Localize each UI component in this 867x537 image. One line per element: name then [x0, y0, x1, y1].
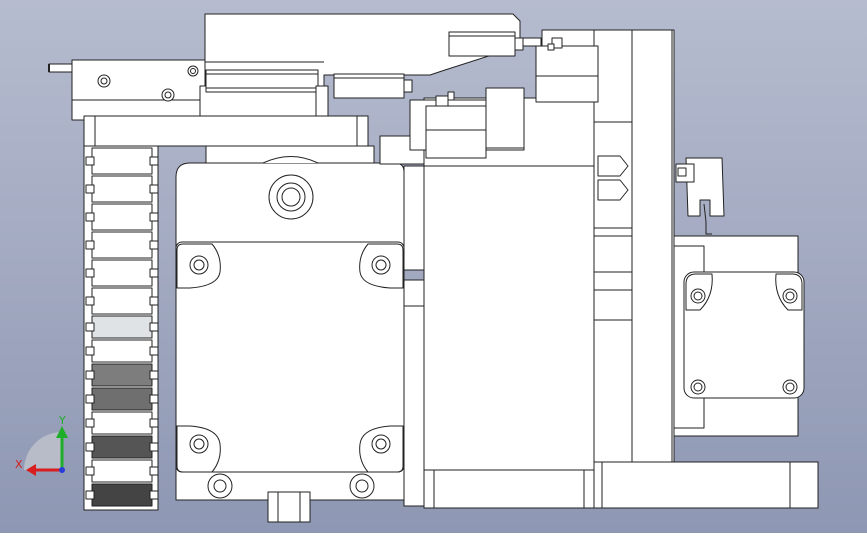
chain-pin — [149, 184, 159, 194]
chain-link — [91, 315, 153, 339]
chain-pin — [85, 418, 95, 428]
y-axis-arrowhead — [56, 426, 68, 438]
chain-link — [91, 435, 153, 459]
chain-pin — [85, 466, 95, 476]
pneumatic-cylinder-middle[interactable] — [333, 73, 413, 99]
z-axis-marker — [59, 467, 65, 473]
chain-link — [91, 483, 153, 507]
chain-pin — [149, 268, 159, 278]
chain-pin — [85, 394, 95, 404]
chain-pin — [149, 322, 159, 332]
stepper-motor-large[interactable] — [175, 156, 405, 523]
chain-link — [91, 339, 153, 363]
guide-rod[interactable] — [48, 63, 74, 73]
vertical-slide-column[interactable] — [379, 97, 595, 509]
chain-link — [91, 147, 153, 175]
chain-pin — [149, 370, 159, 380]
drag-chain[interactable] — [83, 144, 159, 511]
chain-pin — [85, 240, 95, 250]
chain-link — [91, 203, 153, 231]
chain-link — [91, 175, 153, 203]
chain-pin — [85, 296, 95, 306]
base-plate[interactable] — [593, 461, 819, 509]
chain-pin — [85, 370, 95, 380]
chain-pin — [149, 296, 159, 306]
chain-pin — [85, 490, 95, 500]
x-axis-label: X — [15, 458, 23, 471]
chain-pin — [149, 418, 159, 428]
chain-pin — [149, 394, 159, 404]
pneumatic-cylinder-top[interactable] — [448, 31, 542, 57]
chain-link — [91, 459, 153, 483]
chain-link — [91, 387, 153, 411]
chain-link — [91, 411, 153, 435]
pneumatic-cylinder-left[interactable] — [199, 69, 329, 117]
sensor-bracket-middle[interactable] — [409, 87, 525, 159]
limit-switch-bracket[interactable] — [675, 157, 725, 235]
triad-plane — [24, 432, 62, 470]
chain-pin — [85, 268, 95, 278]
chain-pin — [85, 184, 95, 194]
slider-block[interactable] — [71, 59, 207, 121]
chain-pin — [149, 346, 159, 356]
chain-pin — [149, 466, 159, 476]
coordinate-triad: Y X — [15, 414, 68, 476]
stepper-motor-small[interactable] — [673, 235, 805, 437]
y-axis-label: Y — [58, 414, 66, 427]
chain-pin — [85, 346, 95, 356]
chain-link — [91, 231, 153, 259]
chain-pin — [149, 490, 159, 500]
top-base-plate[interactable] — [83, 115, 375, 165]
chain-link — [91, 287, 153, 315]
chain-link — [91, 363, 153, 387]
chain-link — [91, 259, 153, 287]
chain-pin — [85, 156, 95, 166]
chain-pin — [149, 442, 159, 452]
chain-pin — [85, 442, 95, 452]
x-axis-arrowhead — [26, 464, 36, 476]
guide-block-right[interactable] — [593, 121, 633, 321]
chain-pin — [149, 212, 159, 222]
chain-pin — [149, 156, 159, 166]
chain-pin — [85, 322, 95, 332]
chain-pin — [85, 212, 95, 222]
chain-pin — [149, 240, 159, 250]
